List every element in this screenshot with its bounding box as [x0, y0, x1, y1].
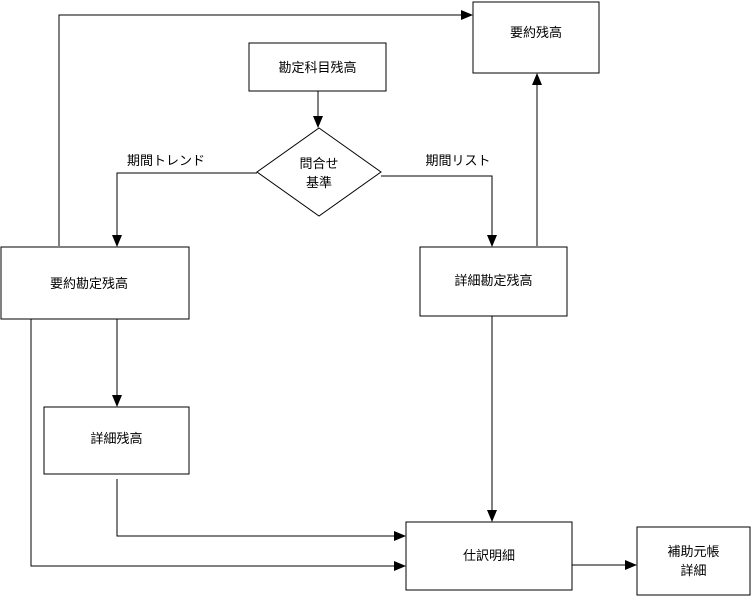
node-summary-account-balance-label: 要約勘定残高	[50, 276, 128, 292]
node-subledger-detail: 補助元帳 詳細	[636, 526, 751, 596]
edge-label-period-trend: 期間トレンド	[127, 154, 205, 169]
edges	[30, 10, 637, 571]
node-query-basis-line2: 基準	[306, 175, 332, 191]
node-detail-account-balance-label: 詳細勘定残高	[454, 273, 532, 289]
edge-detail-to-journal	[116, 479, 406, 541]
node-summary-account-balance: 要約勘定残高	[0, 246, 190, 320]
node-journal-detail: 仕訳明細	[405, 521, 573, 591]
edge-summary-account-to-summary	[58, 10, 473, 246]
edge-query-to-detail-account	[381, 175, 497, 247]
node-summary-balance: 要約残高	[472, 1, 600, 74]
edge-label-period-list: 期間リスト	[425, 154, 490, 169]
edge-query-to-summary-account	[112, 172, 257, 247]
node-detail-account-balance: 詳細勘定残高	[419, 246, 568, 317]
node-account-balance-label: 勘定科目残高	[278, 60, 356, 76]
edge-summary-account-to-journal	[30, 319, 406, 571]
node-subledger-detail-line1: 補助元帳	[667, 545, 719, 560]
node-summary-balance-label: 要約残高	[510, 25, 562, 41]
node-detail-balance: 詳細残高	[43, 406, 190, 475]
node-account-balance: 勘定科目残高	[248, 42, 387, 92]
node-query-basis: 問合せ 基準	[256, 127, 382, 217]
node-journal-detail-label: 仕訳明細	[463, 549, 515, 564]
node-detail-balance-label: 詳細残高	[90, 431, 142, 447]
node-subledger-detail-line2: 詳細	[680, 563, 706, 579]
node-query-basis-line1: 問合せ	[299, 157, 338, 172]
